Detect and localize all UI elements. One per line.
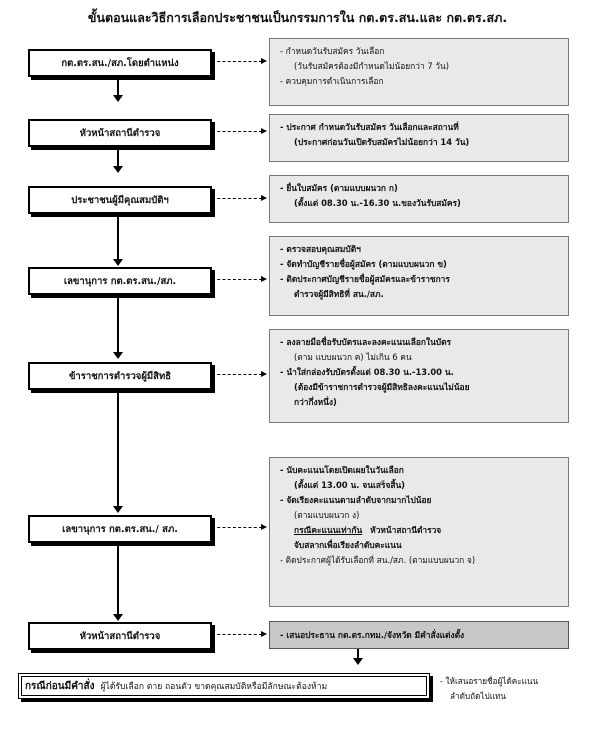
step-box-3: ประชาชนผู้มีคุณสมบัติฯ — [28, 186, 212, 214]
detail-line: (วันรับสมัครต้องมีกำหนดไม่น้อยกว่า 7 วัน… — [294, 61, 449, 71]
step-box-4: เลขานุการ กต.ตร.สน./สภ. — [28, 267, 212, 295]
detail-line: - กำหนดวันรับสมัคร วันเลือก — [280, 46, 385, 56]
detail-line: - เสนอประธาน กต.ตร.กทม./จังหวัด มีคำสั่ง… — [280, 630, 465, 640]
detail-line: - ติดประกาศบัญชีรายชื่อผู้สมัครและข้าราช… — [280, 274, 450, 284]
dashed-connector — [212, 61, 262, 62]
detail-line: ตำรวจผู้มีสิทธิที่ สน./สภ. — [294, 289, 384, 299]
detail-line: - จัดทำบัญชีรายชื่อผู้สมัคร (ตามแบบผนวก … — [280, 259, 447, 269]
arrow-down-icon — [353, 658, 363, 665]
dashed-connector — [212, 527, 262, 528]
note-line: - ให้เสนอรายชื่อผู้ได้คะแนน — [440, 676, 539, 686]
tie-case-text: หัวหน้าสถานีตำรวจ — [370, 525, 442, 535]
step-box-1: กต.ตร.สน./สภ.โดยตำแหน่ง — [28, 49, 212, 77]
arrow-down-icon — [113, 352, 123, 359]
arrow-right-icon — [261, 631, 267, 637]
arrow-right-icon — [261, 524, 267, 530]
arrow-right-icon — [261, 58, 267, 64]
detail-box-6: - นับคะแนนโดยเปิดเผยในวันเลือก (ตั้งแต่ … — [269, 457, 569, 607]
detail-line: กว่ากึ่งหนึ่ง) — [294, 397, 337, 407]
detail-line: - จัดเรียงคะแนนตามลำดับจากมากไปน้อย — [280, 495, 432, 505]
detail-line: (ต้องมีข้าราชการตำรวจผู้มีสิทธิลงคะแนนไม… — [294, 382, 470, 392]
detail-box-4: - ตรวจสอบคุณสมบัติฯ - จัดทำบัญชีรายชื่อผ… — [269, 236, 569, 316]
arrow-down-icon — [113, 614, 123, 621]
step-label: ประชาชนผู้มีคุณสมบัติฯ — [71, 194, 169, 206]
note-line: ลำดับถัดไปแทน — [450, 691, 506, 701]
detail-line: - ตรวจสอบคุณสมบัติฯ — [280, 244, 361, 254]
step-box-7: หัวหน้าสถานีตำรวจ — [28, 622, 212, 650]
tie-case-label: กรณีคะแนนเท่ากัน — [294, 525, 363, 535]
step-box-2: หัวหน้าสถานีตำรวจ — [28, 119, 212, 147]
detail-line: - ยื่นใบสมัคร (ตามแบบผนวก ก) — [280, 183, 398, 193]
flow-connector — [117, 389, 119, 506]
arrow-right-icon — [261, 128, 267, 134]
detail-box-3: - ยื่นใบสมัคร (ตามแบบผนวก ก) (ตั้งแต่ 08… — [269, 175, 569, 223]
arrow-right-icon — [261, 195, 267, 201]
step-box-6: เลขานุการ กต.ตร.สน./ สภ. — [28, 515, 212, 543]
detail-line: (ประกาศก่อนวันเปิดรับสมัครไม่น้อยกว่า 14… — [294, 137, 470, 147]
flow-connector — [117, 146, 119, 166]
detail-line: (ตั้งแต่ 13.00 น. จนเสร็จสิ้น) — [294, 480, 406, 490]
exception-note: - ให้เสนอรายชื่อผู้ได้คะแนน ลำดับถัดไปแท… — [440, 674, 538, 704]
dashed-connector — [212, 279, 262, 280]
detail-box-2: - ประกาศ กำหนดวันรับสมัคร วันเลือกและสถา… — [269, 114, 569, 162]
detail-line: - ลงลายมือชื่อรับบัตรและลงคะแนนเลือกในบั… — [280, 337, 452, 347]
detail-line: - นับคะแนนโดยเปิดเผยในวันเลือก — [280, 465, 404, 475]
flow-connector — [357, 649, 359, 658]
detail-line: กรณีคะแนนเท่ากัน หัวหน้าสถานีตำรวจ — [280, 523, 558, 538]
detail-line: จับสลากเพื่อเรียงลำดับคะแนน — [294, 540, 402, 550]
exception-text: ผู้ได้รับเลือก ตาย ถอนตัว ขาดคุณสมบัติหร… — [100, 682, 328, 692]
arrow-right-icon — [261, 371, 267, 377]
page-title: ขั้นตอนและวิธีการเลือกประชาชนเป็นกรรมการ… — [87, 10, 508, 25]
dashed-connector — [212, 198, 262, 199]
step-label: เลขานุการ กต.ตร.สน./สภ. — [63, 275, 177, 287]
detail-box-7: - เสนอประธาน กต.ตร.กทม./จังหวัด มีคำสั่ง… — [269, 621, 569, 649]
detail-line: - ควบคุมการดำเนินการเลือก — [280, 76, 384, 86]
detail-line: - ติดประกาศผู้ได้รับเลือกที่ สน./สภ. (ตา… — [280, 555, 476, 565]
detail-box-5: - ลงลายมือชื่อรับบัตรและลงคะแนนเลือกในบั… — [269, 329, 569, 423]
dashed-connector — [212, 634, 262, 635]
dashed-connector — [212, 374, 262, 375]
flow-connector — [117, 213, 119, 259]
flow-connector — [117, 542, 119, 614]
detail-box-1: - กำหนดวันรับสมัคร วันเลือก (วันรับสมัคร… — [269, 38, 569, 106]
detail-line: (ตาม แบบผนวก ค) ไม่เกิน 6 คน — [294, 352, 412, 362]
flow-connector — [117, 76, 119, 95]
arrow-down-icon — [113, 95, 123, 102]
step-label: กต.ตร.สน./สภ.โดยตำแหน่ง — [61, 57, 179, 69]
detail-line: (ตามแบบผนวก ง) — [294, 510, 360, 520]
arrow-right-icon — [261, 276, 267, 282]
step-label: เลขานุการ กต.ตร.สน./ สภ. — [62, 523, 178, 535]
exception-bold-label: กรณีก่อนมีคำสั่ง — [25, 680, 95, 692]
detail-line: - ประกาศ กำหนดวันรับสมัคร วันเลือกและสถา… — [280, 122, 459, 132]
dashed-connector — [212, 131, 262, 132]
exception-box: กรณีก่อนมีคำสั่ง ผู้ได้รับเลือก ตาย ถอนต… — [18, 673, 430, 699]
arrow-down-icon — [113, 259, 123, 266]
arrow-down-icon — [113, 166, 123, 173]
step-label: หัวหน้าสถานีตำรวจ — [79, 630, 161, 642]
arrow-down-icon — [113, 506, 123, 513]
step-box-5: ข้าราชการตำรวจผู้มีสิทธิ — [28, 362, 212, 390]
detail-line: (ตั้งแต่ 08.30 น.-16.30 น.ของวันรับสมัคร… — [294, 198, 461, 208]
step-label: ข้าราชการตำรวจผู้มีสิทธิ — [68, 370, 172, 382]
flow-connector — [117, 294, 119, 352]
step-label: หัวหน้าสถานีตำรวจ — [79, 127, 161, 139]
detail-line: - นำใส่กล่องรับบัตรตั้งแต่ 08.30 น.-13.0… — [280, 367, 454, 377]
